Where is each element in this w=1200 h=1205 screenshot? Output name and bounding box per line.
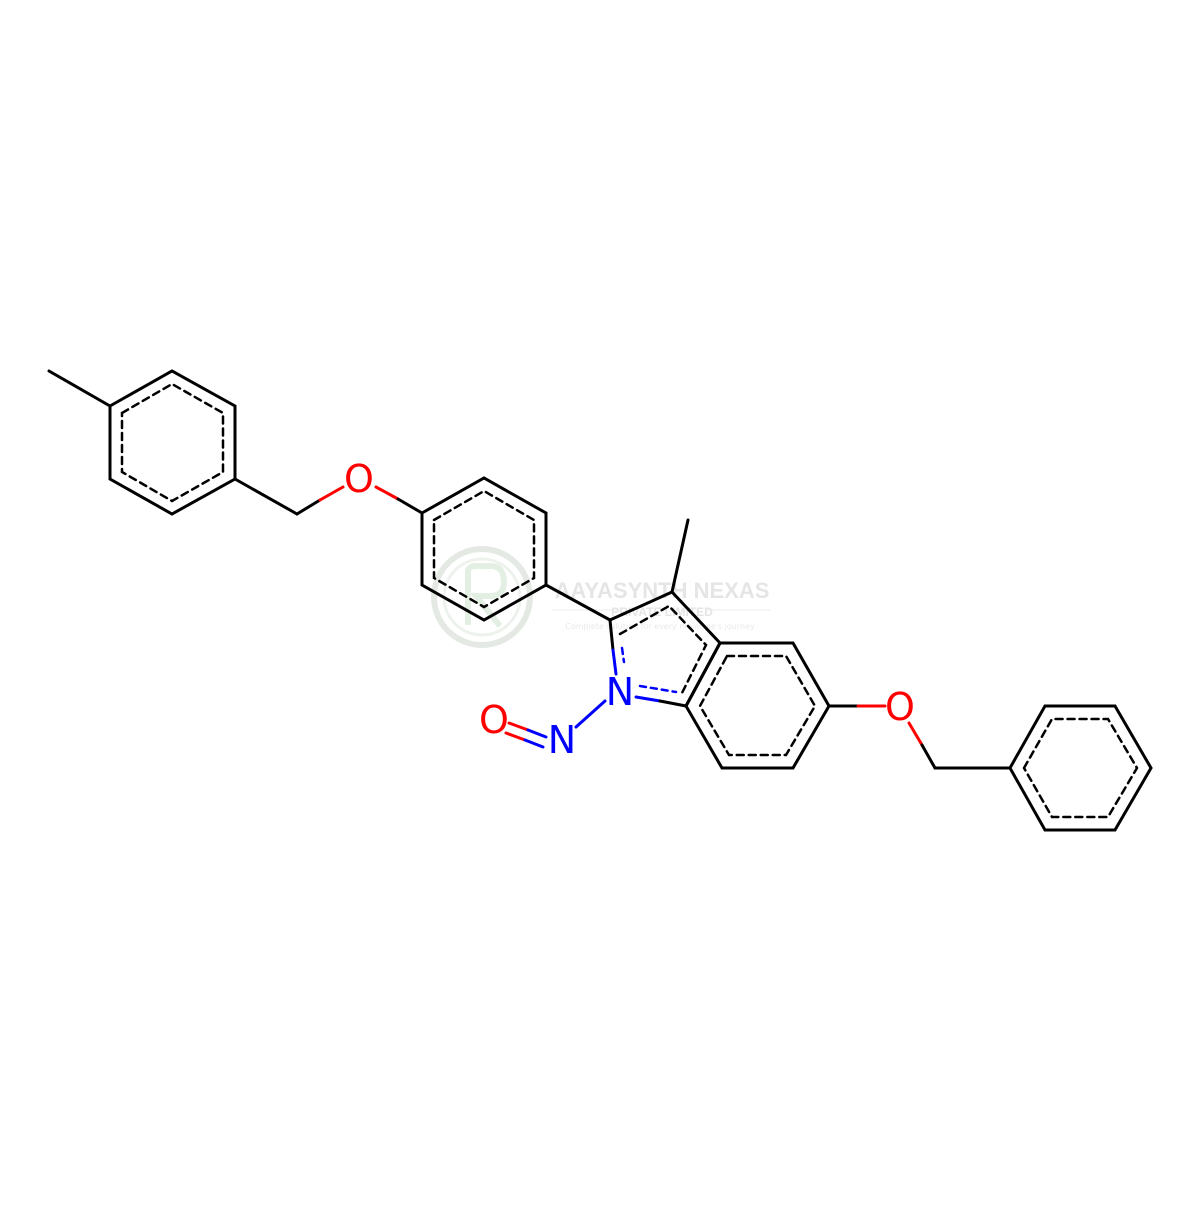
bond-c2-n1-blue — [611, 648, 618, 676]
bond-n1-c7a-black — [658, 699, 688, 708]
watermark-logo — [431, 546, 533, 648]
bond-o-ar-left-black — [396, 497, 424, 515]
bond-n-o-double-a-blue — [526, 728, 548, 739]
atom-o-nitroso: O — [479, 698, 509, 742]
bond-o-ar-left-red — [374, 485, 400, 501]
bond-c2-n1-inner-blue — [620, 646, 626, 664]
bond-ch2-o-left-red — [318, 485, 345, 502]
bond-n-n-nitroso — [574, 699, 607, 729]
ring-tolyl — [108, 369, 237, 516]
bond-n-o-double-a-red — [507, 721, 530, 732]
watermark: AAYASYNTH NEXAS PRIVATE LIMITED Complete… — [431, 546, 770, 648]
watermark-company: AAYASYNTH NEXAS — [555, 578, 770, 603]
bond-inner-five — [618, 604, 708, 695]
bond-o-ch2-right-red — [907, 721, 924, 747]
ring-indole-benzo — [684, 641, 831, 770]
bond-ch2-o-left-black — [295, 498, 322, 516]
atom-labels: O O N N O — [344, 457, 915, 762]
atom-n-nitroso: N — [548, 718, 576, 762]
bond-c3-c3a — [670, 590, 722, 645]
bond-n1-c7a-inner — [638, 684, 678, 694]
bond-n1-c7a-blue — [634, 695, 662, 703]
bond-methyl-c3 — [670, 518, 690, 594]
atom-n-indole: N — [606, 670, 634, 714]
bond-n-o-double-b-blue — [523, 738, 545, 749]
bond-o-ch2-right-black — [920, 743, 937, 770]
atom-o-ether-left: O — [344, 457, 374, 501]
atom-o-ether-right: O — [885, 685, 915, 729]
bond-methyl-left — [47, 369, 112, 408]
watermark-tagline: Complete solution for every molecule's j… — [565, 622, 755, 631]
bond-n-o-double-b-red — [504, 731, 527, 742]
bond-c2-n1-black — [608, 618, 615, 652]
hetero-bonds — [295, 485, 937, 770]
bonds — [47, 369, 1153, 832]
bond-ring-ch2-left — [233, 477, 299, 516]
bond-c2-c3 — [608, 590, 674, 622]
ring-benzyl — [1008, 704, 1153, 832]
bond-phenyl-indole — [544, 583, 612, 622]
